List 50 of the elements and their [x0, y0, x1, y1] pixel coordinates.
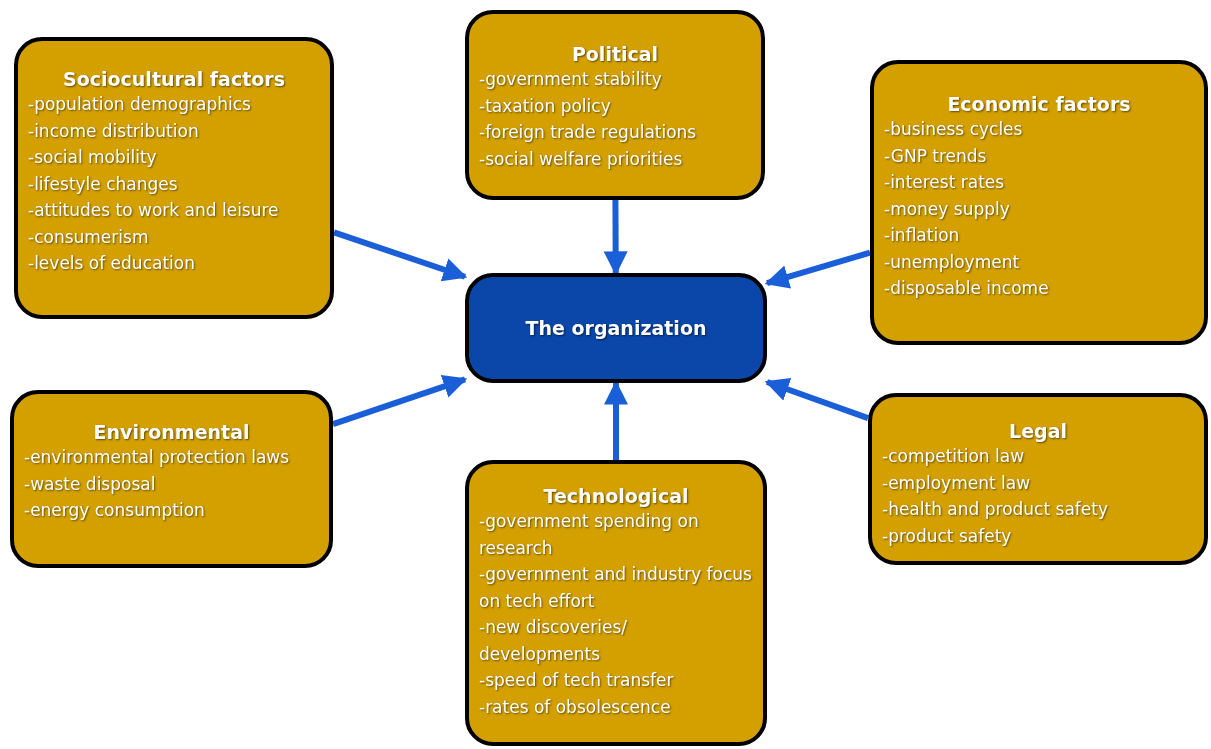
factor-item: -product safety [882, 524, 1013, 548]
factor-item: -energy consumption [24, 499, 206, 522]
box-heading: Environmental [92, 420, 251, 444]
arrow [764, 249, 871, 289]
factor-item: -levels of education [28, 252, 196, 275]
arrow [604, 380, 628, 460]
factor-item: -inflation [884, 224, 961, 247]
box-heading: Legal [1008, 419, 1068, 443]
factor-item: -health and product safety [882, 498, 1109, 521]
arrow [333, 229, 468, 282]
factor-item: -business cycles [884, 118, 1024, 141]
factor-item: -rates of obsolescence [479, 695, 672, 719]
factor-box [465, 10, 765, 200]
box-heading: The organization [524, 316, 708, 340]
factor-item: -disposable income [884, 277, 1050, 300]
factor-item: -social mobility [28, 146, 158, 169]
arrow [332, 374, 468, 427]
factor-item: -new discoveries/ developments [479, 616, 629, 666]
arrow [764, 378, 869, 421]
organization-box [465, 273, 767, 383]
factor-item: -lifestyle changes [28, 172, 179, 196]
factor-item: -attitudes to work and leisure [28, 199, 280, 222]
factor-item: -environmental protection laws [24, 446, 291, 469]
factor-item: -government spending on research [479, 510, 700, 560]
factor-box [868, 393, 1208, 565]
factor-item: -unemployment [884, 250, 1021, 274]
arrow [603, 200, 628, 276]
factor-item: -money supply [884, 197, 1011, 221]
factor-item: -GNP trends [884, 144, 988, 168]
factor-item: -competition law [882, 445, 1026, 468]
factor-item: -social welfare priorities [479, 147, 684, 171]
factor-box [14, 37, 334, 319]
factor-item: -taxation policy [479, 94, 612, 118]
factor-item: -employment law [882, 471, 1032, 495]
factor-box [10, 390, 333, 568]
box-heading: Sociocultural factors [62, 67, 286, 91]
factor-item: -consumerism [28, 225, 150, 249]
factor-item: -population demographics [28, 93, 252, 116]
factor-item: -government and industry focus on tech effort [479, 563, 753, 613]
box-heading: Technological [542, 484, 690, 508]
factor-item: -waste disposal [24, 472, 157, 496]
factor-item: -government stability [479, 68, 663, 91]
factor-item: -foreign trade regulations [479, 121, 698, 144]
box-heading: Political [570, 42, 660, 66]
box-heading: Economic factors [946, 92, 1132, 116]
factor-box [870, 60, 1208, 345]
factor-box [465, 460, 767, 746]
factor-item: -speed of tech transfer [479, 669, 675, 692]
factor-item: -interest rates [884, 171, 1006, 194]
factor-item: -income distribution [28, 119, 200, 143]
